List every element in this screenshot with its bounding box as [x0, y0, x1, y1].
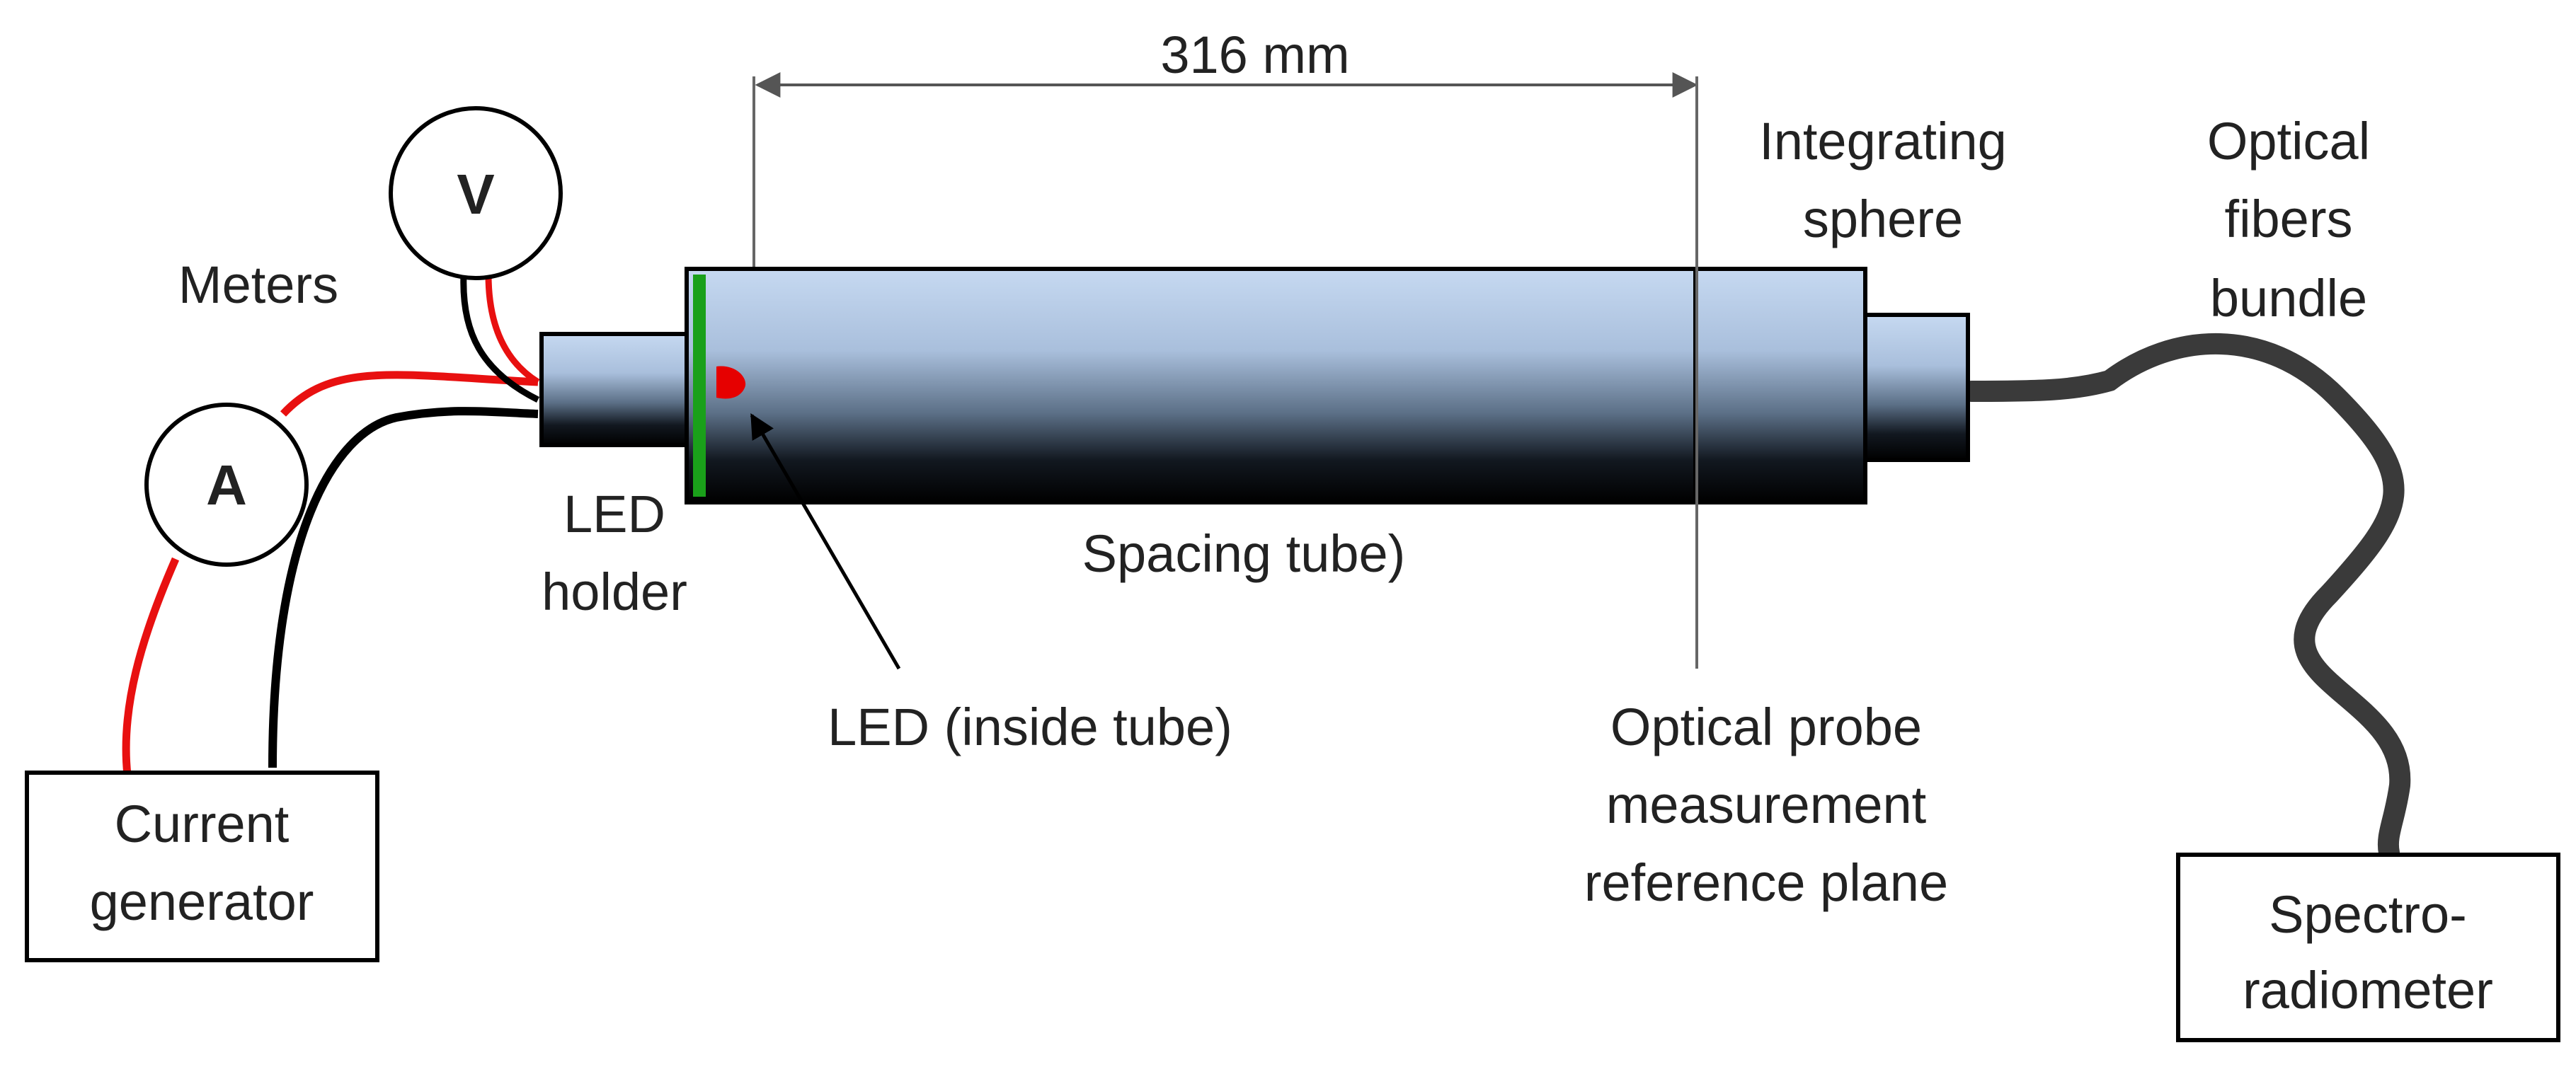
positive-wire-voltmeter-lead: [485, 274, 540, 385]
fiber-connector: [1863, 313, 1970, 462]
current-generator-box: [25, 771, 379, 962]
probe-label-line3: reference plane: [1584, 853, 1948, 912]
integrating-sphere-label-line1: Integrating: [1759, 112, 2007, 171]
spectroradiometer-label-line2: radiometer: [2243, 961, 2493, 1020]
spectroradiometer-box: [2176, 853, 2560, 1042]
probe-label-line2: measurement: [1606, 775, 1927, 834]
led-holder-label-line2: holder: [542, 563, 687, 621]
fibers-label-line3: bundle: [2210, 269, 2367, 328]
led: [716, 366, 746, 399]
spectroradiometer-label-line1: Spectro-: [2269, 885, 2467, 944]
integrating-sphere: [1693, 267, 1867, 504]
probe-label-line1: Optical probe: [1610, 698, 1922, 756]
meters-label: Meters: [178, 255, 338, 314]
dimension-label: 316 mm: [1160, 25, 1349, 84]
fibers-label-line2: fibers: [2225, 190, 2353, 248]
ammeter-letter: A: [206, 454, 247, 517]
current-generator-label-line1: Current: [115, 795, 290, 853]
led-holder-label-line1: LED: [563, 485, 665, 543]
led-inside-label: LED (inside tube): [828, 698, 1232, 756]
integrating-sphere-label-line2: sphere: [1803, 190, 1963, 248]
led-holder: [539, 332, 689, 447]
led-gasket: [693, 275, 706, 497]
spacing-tube-label: Spacing tube): [1082, 524, 1406, 583]
ammeter: [144, 403, 309, 567]
optical-fiber-bundle: [1961, 333, 2411, 863]
voltmeter: [389, 106, 563, 280]
current-generator-label-line2: generator: [90, 872, 314, 931]
positive-wire-generator-to-ammeter: [122, 557, 180, 775]
negative-wire-voltmeter-lead: [460, 274, 540, 403]
positive-wire-ammeter-to-holder: [280, 371, 539, 417]
fibers-label-line1: Optical: [2207, 112, 2370, 171]
led-pointer-arrow: [750, 413, 901, 670]
voltmeter-letter: V: [457, 163, 494, 226]
spacing-tube: [685, 267, 1698, 504]
negative-wire-generator-to-holder: [268, 407, 539, 768]
